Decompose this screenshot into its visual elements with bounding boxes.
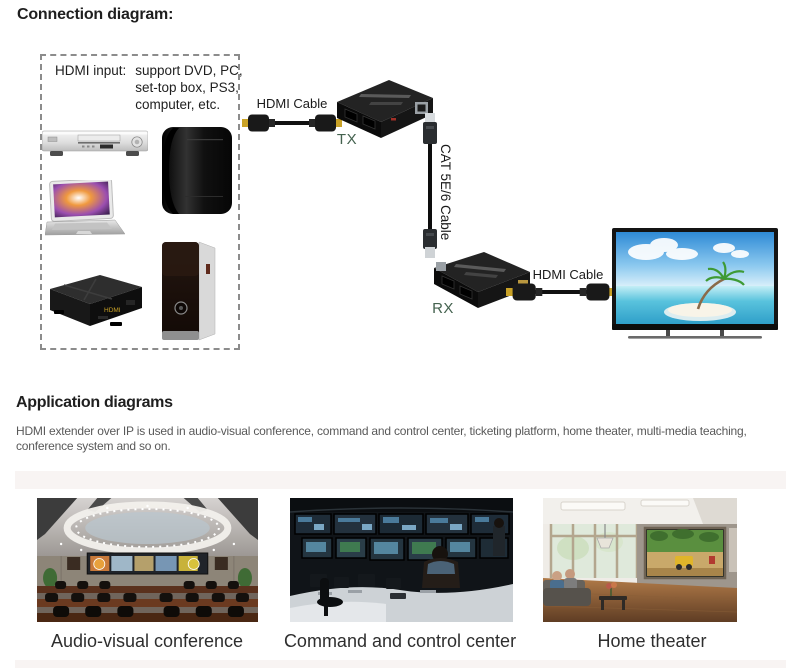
hdmi-input-text: HDMI input: support DVD, PC, set-top box… xyxy=(55,62,243,113)
cat-cable-label: CAT 5E/6 Cable xyxy=(438,144,453,241)
section-divider-top xyxy=(15,471,786,489)
connection-diagram-title: Connection diagram: xyxy=(17,6,174,23)
dvd-player-icon xyxy=(41,129,149,159)
hdmi-cable-label-rx: HDMI Cable xyxy=(532,267,604,282)
laptop-icon xyxy=(44,177,126,246)
hdmi-input-group-box xyxy=(40,54,240,350)
hdmi-input-line: set-top box, PS3, xyxy=(135,80,239,95)
hdmi-cable-label-tx: HDMI Cable xyxy=(256,96,328,111)
tv-icon xyxy=(612,228,780,340)
ps3-console-icon xyxy=(157,126,237,216)
hdmi-cable-icon-tx xyxy=(242,110,342,136)
home-theater-photo xyxy=(542,498,738,622)
application-diagrams-title: Application diagrams xyxy=(16,394,173,411)
caption-command-control-center: Command and control center xyxy=(283,631,517,651)
hdmi-input-label: HDMI input: xyxy=(55,63,127,78)
rx-label: RX xyxy=(432,300,454,317)
tx-label: TX xyxy=(336,131,358,148)
rx-extender-icon xyxy=(430,248,536,312)
hdmi-input-line: computer, etc. xyxy=(135,97,221,112)
hdmi-cable-icon-rx xyxy=(506,279,616,305)
control-room-photo xyxy=(289,498,514,622)
caption-home-theater: Home theater xyxy=(597,631,707,651)
applications-description: HDMI extender over IP is used in audio-v… xyxy=(16,424,747,453)
pc-tower-icon xyxy=(159,240,219,342)
stb-hdmi-logo: HDMI xyxy=(104,307,121,314)
set-top-box-icon: HDMI xyxy=(40,274,146,333)
section-divider-bottom xyxy=(15,660,786,668)
conference-room-photo xyxy=(37,498,258,622)
ethernet-cable-icon xyxy=(417,113,443,261)
hdmi-input-line: support DVD, PC, xyxy=(135,63,243,78)
tx-extender-icon xyxy=(331,76,437,140)
caption-audio-visual-conference: Audio-visual conference xyxy=(50,631,244,651)
